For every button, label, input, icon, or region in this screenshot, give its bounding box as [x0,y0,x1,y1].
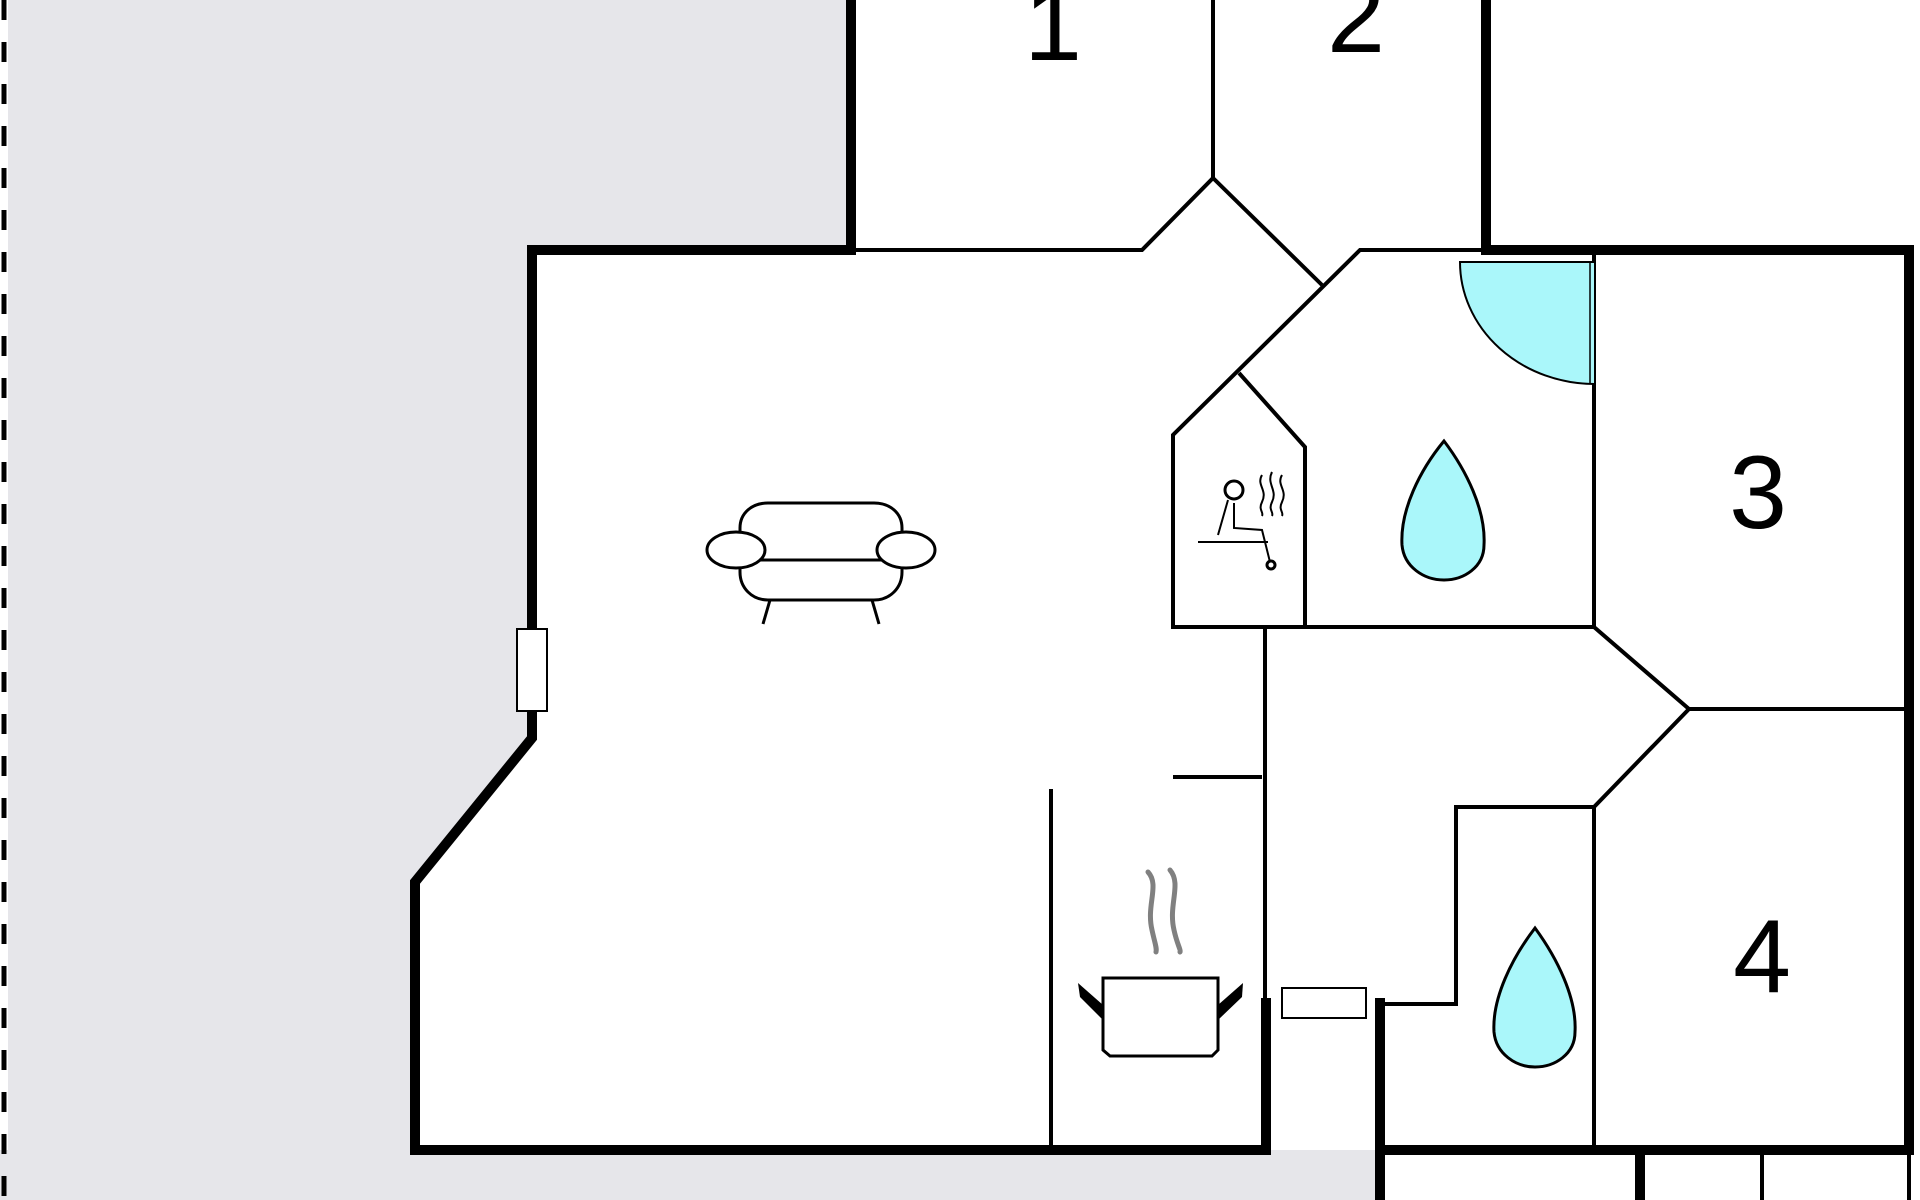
water-drop-icon [1400,438,1486,582]
shower-icon [1458,261,1596,386]
room-number-4: 4 [1733,899,1791,1015]
interior-walls [851,0,1911,1200]
cooking-pot-icon [1078,867,1243,1058]
exterior-wall-west [410,0,1271,1155]
room-number-3: 3 [1729,435,1787,551]
sofa-icon [705,501,937,625]
exterior-wall-east [1375,0,1914,1155]
window-west [516,628,548,712]
sauna-icon [1198,471,1285,571]
room-number-1: 1 [1024,0,1082,83]
room-number-2: 2 [1327,0,1385,75]
window-south [1281,987,1367,1019]
water-drop-icon [1492,925,1577,1069]
